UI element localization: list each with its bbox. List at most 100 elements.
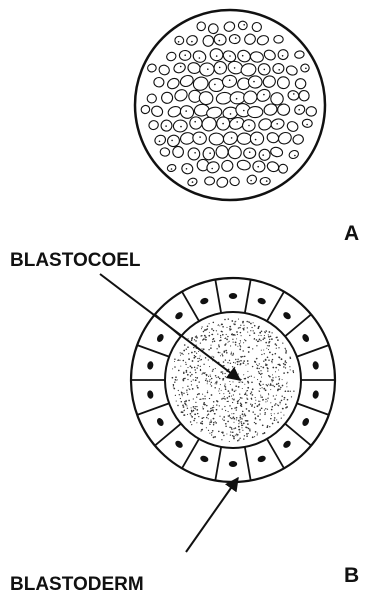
morula-cell-speck	[294, 155, 296, 157]
morula-cell-speck	[282, 55, 284, 57]
stipple-dot	[285, 350, 287, 352]
stipple-dot	[251, 376, 252, 377]
stipple-dot	[246, 435, 248, 437]
stipple-dot	[272, 377, 273, 378]
stipple-dot	[255, 423, 257, 425]
stipple-dot	[270, 402, 271, 403]
stipple-dot	[238, 319, 239, 320]
stipple-dot	[289, 356, 290, 357]
stipple-dot	[197, 361, 199, 363]
stipple-dot	[268, 345, 270, 347]
stipple-dot	[213, 407, 214, 408]
stipple-dot	[207, 383, 208, 384]
stipple-dot	[221, 390, 222, 391]
stipple-dot	[277, 364, 278, 365]
stipple-dot	[191, 338, 193, 340]
stipple-dot	[183, 354, 184, 355]
stipple-dot	[175, 376, 177, 378]
stipple-dot	[191, 411, 192, 412]
stipple-dot	[177, 360, 178, 361]
stipple-dot	[232, 339, 233, 340]
stipple-dot	[191, 367, 193, 369]
stipple-dot	[239, 429, 241, 431]
stipple-dot	[174, 381, 175, 382]
stipple-dot	[232, 333, 233, 334]
stipple-dot	[216, 383, 217, 384]
stipple-dot	[240, 332, 241, 333]
stipple-dot	[213, 422, 215, 424]
morula-cell-speck	[191, 41, 193, 43]
stipple-dot	[261, 396, 263, 398]
stipple-dot	[237, 440, 239, 442]
stipple-dot	[228, 375, 229, 376]
stipple-dot	[240, 340, 241, 341]
stipple-dot	[186, 389, 187, 390]
stipple-dot	[240, 364, 241, 365]
stipple-dot	[195, 379, 197, 381]
stipple-dot	[232, 402, 233, 403]
morula-cell-speck	[229, 79, 231, 81]
stipple-dot	[212, 339, 213, 340]
stipple-dot	[284, 348, 285, 349]
stipple-dot	[270, 336, 271, 337]
stipple-dot	[210, 384, 211, 385]
stipple-dot	[246, 433, 248, 435]
stipple-dot	[235, 385, 237, 387]
stipple-dot	[237, 334, 238, 335]
stipple-dot	[258, 404, 260, 406]
stipple-dot	[190, 421, 191, 422]
stipple-dot	[190, 365, 192, 367]
stipple-dot	[279, 379, 280, 380]
stipple-dot	[231, 320, 233, 322]
stipple-dot	[227, 421, 229, 423]
stipple-dot	[252, 436, 254, 438]
morula-cell	[209, 133, 224, 146]
stipple-dot	[259, 339, 261, 341]
stipple-dot	[202, 398, 204, 400]
stipple-dot	[245, 365, 246, 366]
stipple-dot	[202, 423, 204, 425]
stipple-dot	[262, 433, 264, 435]
morula-cell	[302, 119, 312, 128]
stipple-dot	[281, 358, 283, 360]
stipple-dot	[250, 330, 251, 331]
stipple-dot	[257, 365, 258, 366]
stipple-dot	[206, 427, 207, 428]
stipple-dot	[193, 420, 195, 422]
stipple-dot	[211, 334, 212, 335]
stipple-dot	[264, 410, 265, 411]
stipple-dot	[272, 423, 274, 425]
stipple-dot	[259, 401, 260, 402]
stipple-dot	[205, 380, 206, 381]
stipple-dot	[218, 346, 220, 348]
stipple-dot	[231, 428, 232, 429]
stipple-dot	[192, 388, 194, 390]
stipple-dot	[271, 380, 272, 381]
stipple-dot	[205, 357, 206, 358]
stipple-dot	[275, 371, 276, 372]
stipple-dot	[236, 407, 238, 409]
morula-cell	[160, 147, 170, 156]
stipple-dot	[215, 421, 216, 422]
stipple-dot	[262, 424, 264, 426]
stipple-dot	[197, 387, 198, 388]
stipple-dot	[254, 422, 255, 423]
stipple-dot	[283, 366, 284, 367]
stipple-dot	[219, 405, 220, 406]
stipple-dot	[271, 406, 273, 408]
stipple-dot	[222, 334, 224, 336]
stipple-dot	[194, 408, 195, 409]
stipple-dot	[199, 360, 200, 361]
stipple-dot	[258, 371, 259, 372]
stipple-dot	[203, 402, 204, 403]
stipple-dot	[173, 385, 174, 386]
stipple-dot	[267, 367, 268, 368]
blastoderm-label: BLASTODERM	[10, 574, 144, 595]
stipple-dot	[256, 339, 258, 341]
morula-cell	[204, 176, 214, 185]
stipple-dot	[210, 347, 212, 349]
stipple-dot	[259, 363, 260, 364]
stipple-dot	[195, 356, 197, 358]
stipple-dot	[285, 391, 286, 392]
stipple-dot	[256, 367, 258, 369]
